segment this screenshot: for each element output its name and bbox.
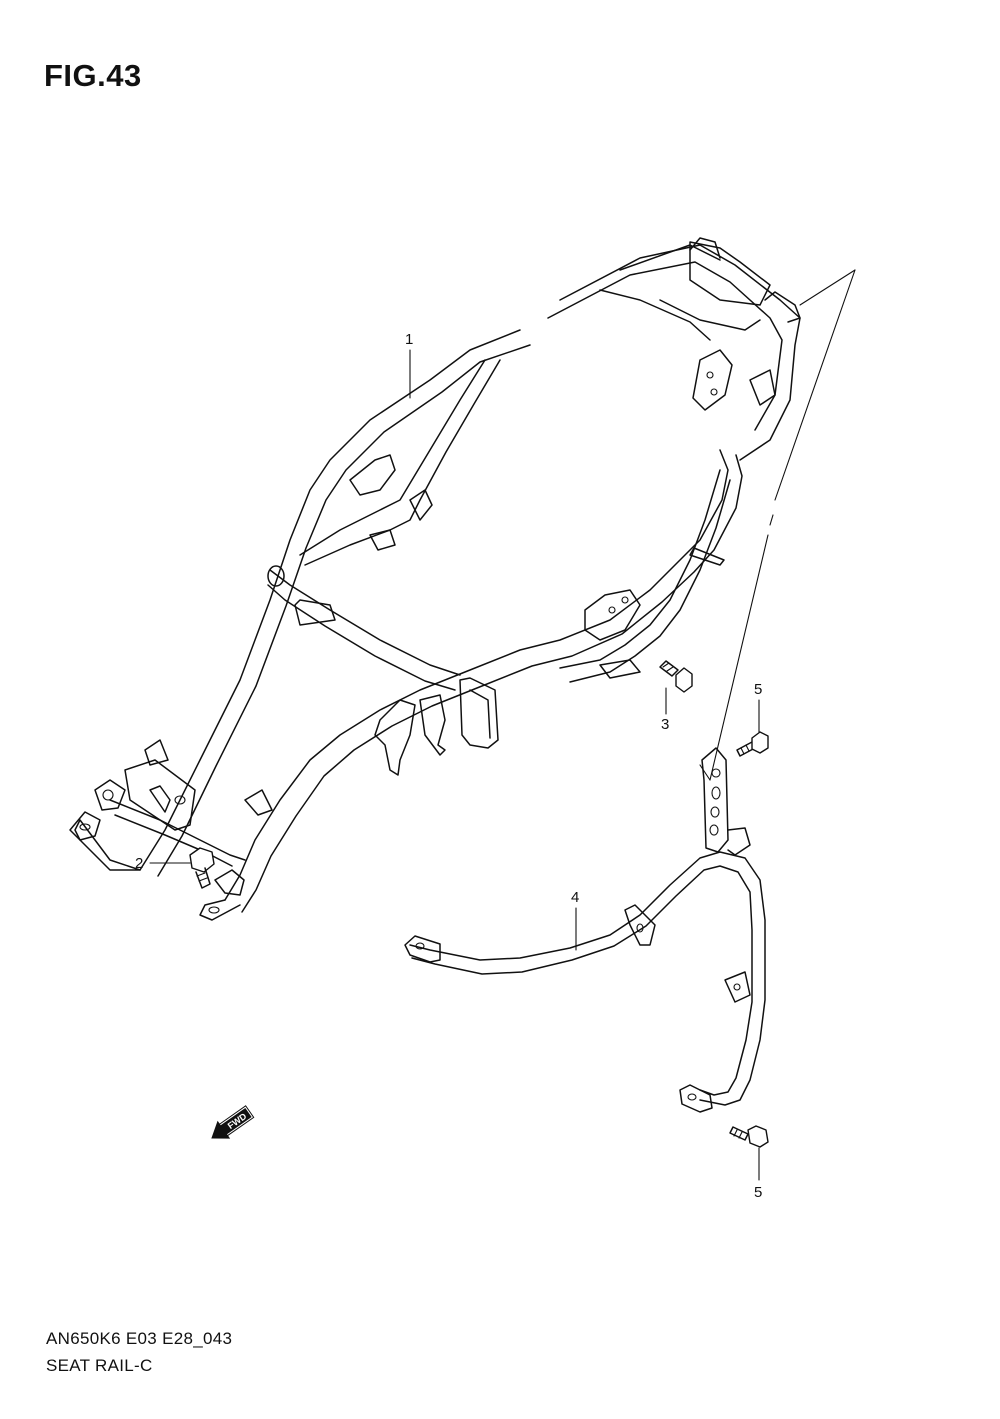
callout-4: 4: [571, 889, 579, 951]
seat-rail-frame: [69, 237, 801, 921]
bolt-part-5-upper: [736, 731, 769, 757]
callout-5-lower: 5: [754, 1147, 762, 1201]
bolt-part-2: [189, 847, 215, 889]
callout-1: 1: [405, 331, 413, 399]
model-code: AN650K6 E03 E28_043: [46, 1329, 233, 1348]
callout-number-4: 4: [571, 889, 579, 906]
callout-number-1: 1: [405, 331, 413, 348]
bolt-part-3: [659, 660, 693, 693]
relation-lines: [699, 269, 856, 781]
callout-2: 2: [135, 855, 191, 872]
callout-number-5-lower: 5: [754, 1184, 762, 1201]
callout-3: 3: [661, 687, 669, 733]
figure-title: FIG.43: [44, 58, 142, 93]
callout-number-2: 2: [135, 855, 143, 872]
callout-number-5-upper: 5: [754, 681, 762, 698]
bolt-part-5-lower: [729, 1125, 769, 1148]
callout-5-upper: 5: [754, 681, 762, 733]
section-name: SEAT RAIL-C: [46, 1356, 153, 1375]
fwd-arrow-icon: FWD: [211, 1105, 255, 1139]
callout-number-3: 3: [661, 716, 669, 733]
side-rail-part-4: [404, 747, 766, 1113]
